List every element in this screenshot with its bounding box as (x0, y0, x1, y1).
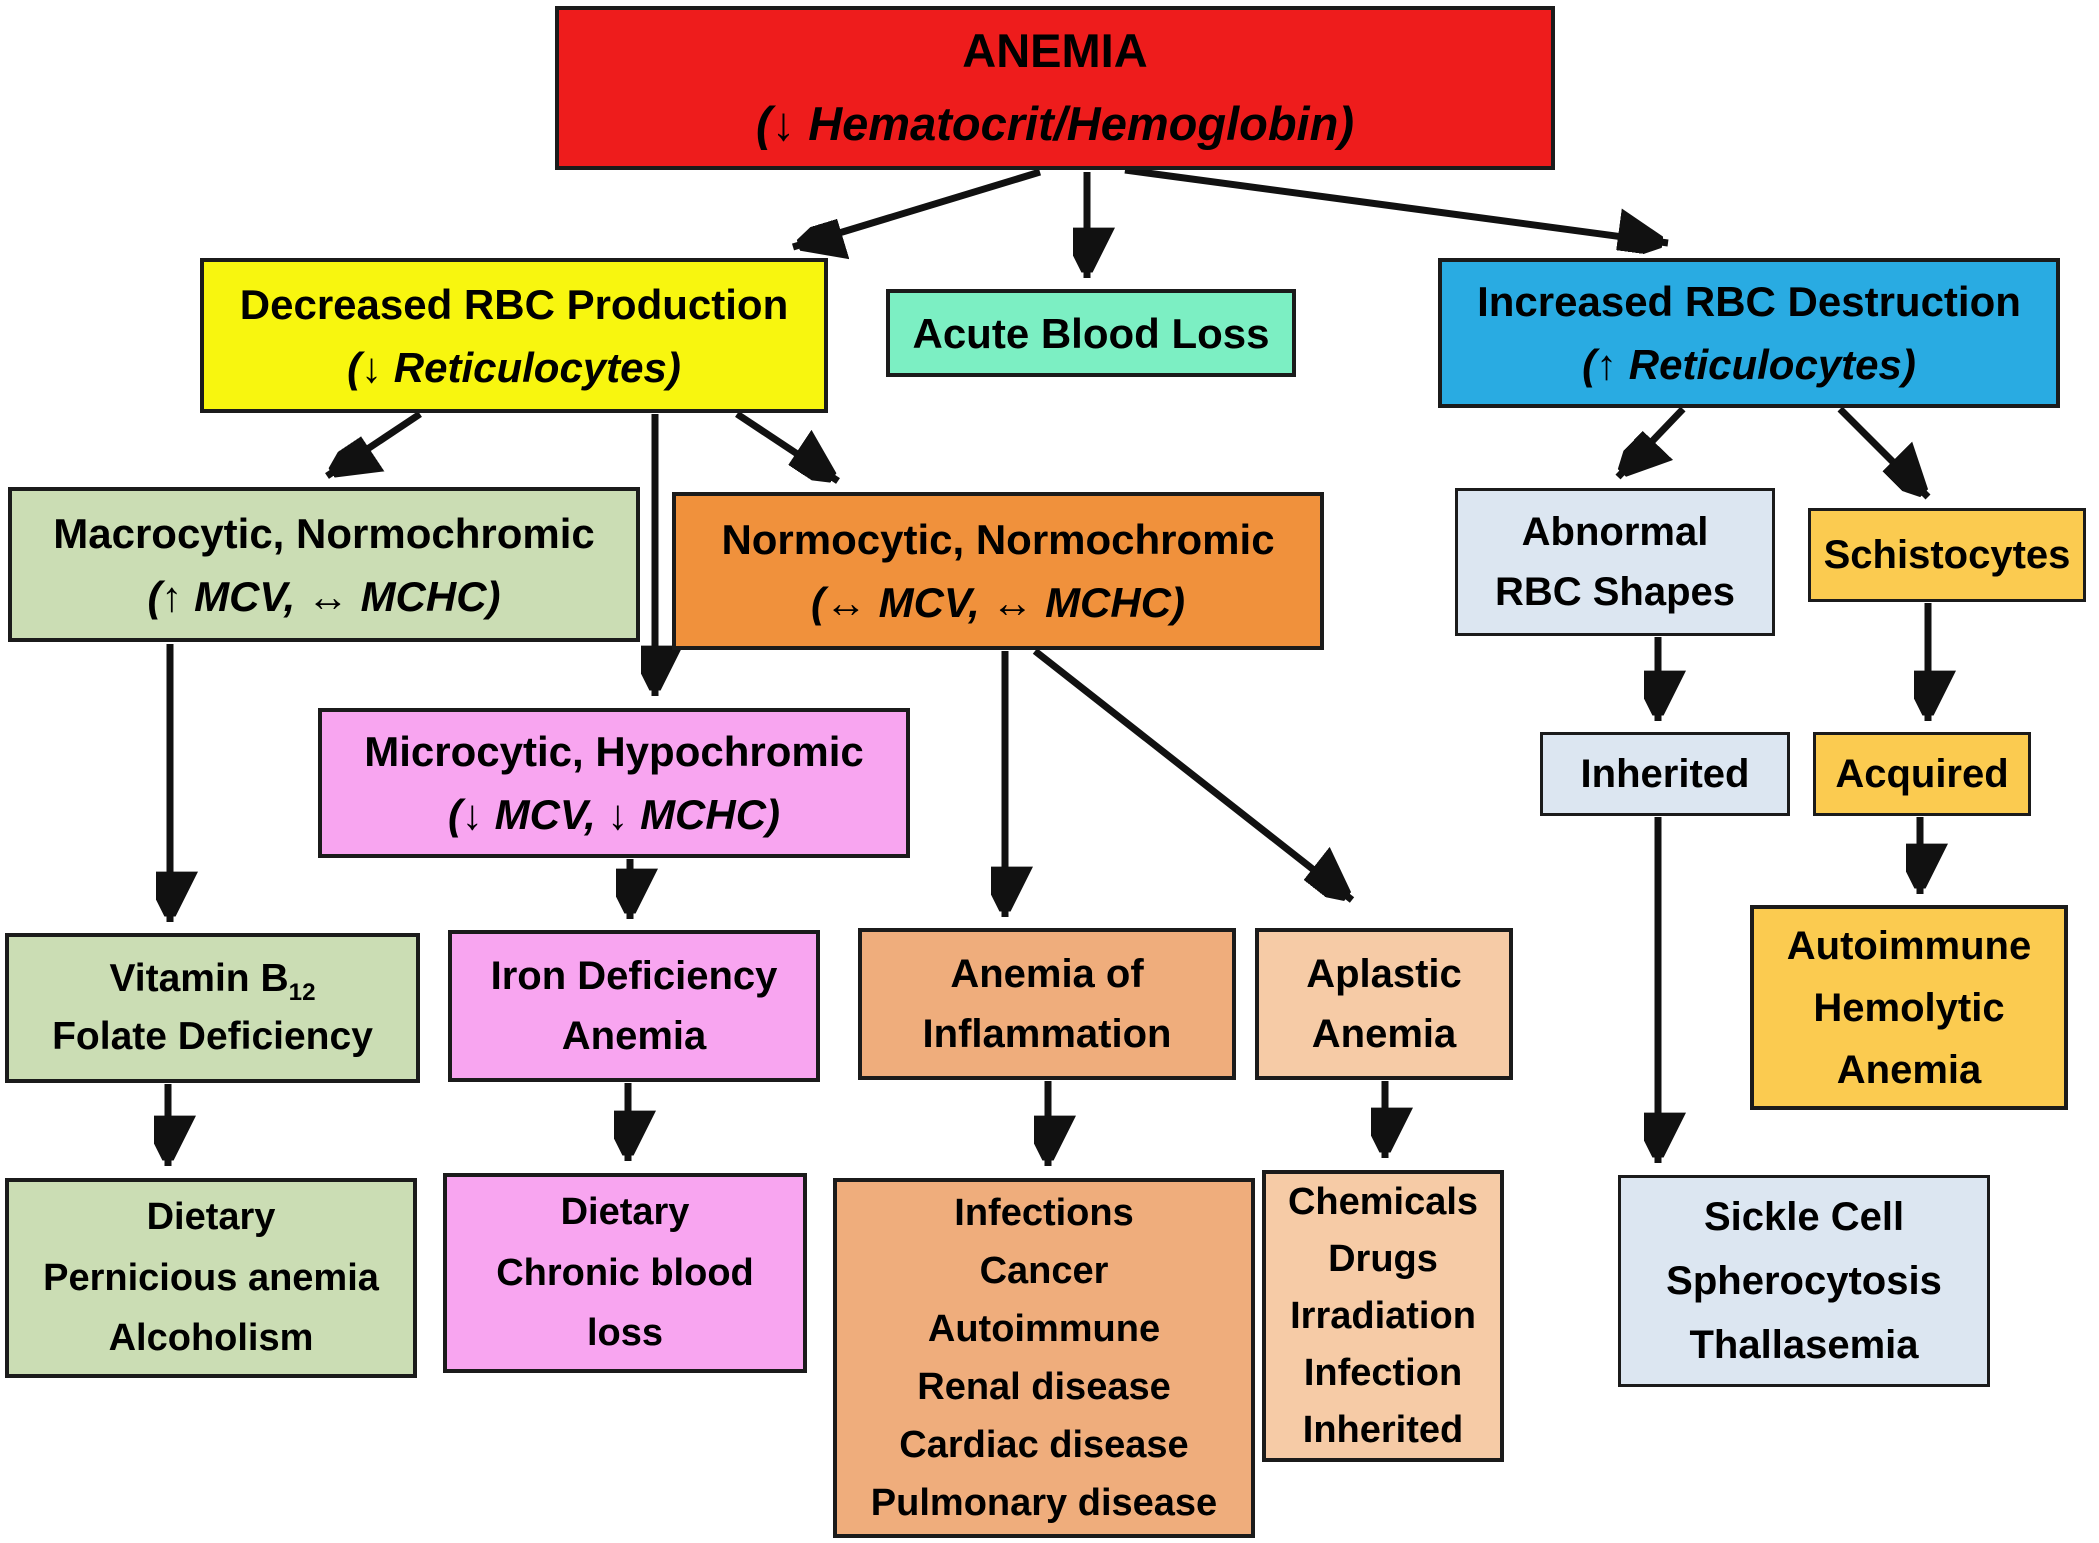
node-irondef-line2: Anemia (561, 1014, 707, 1058)
node-macrocytic-subtitle: (↑ MCV, ↔ MCHC) (147, 572, 501, 620)
node-microcytic-subtitle: (↓ MCV, ↓ MCHC) (447, 791, 781, 838)
node-acute-title: Acute Blood Loss (912, 309, 1270, 357)
node-iron-causes: Dietary Chronic blood loss (443, 1173, 807, 1373)
node-apl-causes-line2: Drugs (1328, 1237, 1438, 1280)
node-b12-causes-line3: Alcoholism (108, 1317, 314, 1360)
node-vitamin-b12-folate-deficiency: Vitamin B12 Folate Deficiency (5, 933, 420, 1083)
node-decreased-rbc-production: Decreased RBC Production (↓ Reticulocyte… (200, 258, 828, 413)
node-aplastic-anemia: Aplastic Anemia (1255, 928, 1513, 1080)
node-sickle-line3: Thallasemia (1689, 1323, 1919, 1367)
node-increased-subtitle: (↑ Reticulocytes) (1582, 341, 1916, 388)
node-decreased-title: Decreased RBC Production (239, 280, 789, 328)
node-iron-causes-line3: loss (586, 1312, 664, 1355)
node-schistocytes: Schistocytes (1808, 508, 2086, 602)
node-iron-causes-line2: Chronic blood (496, 1251, 754, 1294)
node-vitb12-subscript: 12 (288, 978, 316, 1006)
node-sickle-line2: Spherocytosis (1666, 1259, 1942, 1303)
node-apl-causes-line1: Chemicals (1287, 1180, 1479, 1223)
node-irondef-line1: Iron Deficiency (490, 954, 778, 998)
node-inflammation-line2: Inflammation (922, 1012, 1172, 1056)
node-iron-causes-line1: Dietary (560, 1190, 690, 1233)
node-b12-causes: Dietary Pernicious anemia Alcoholism (5, 1178, 417, 1378)
node-normocytic-normochromic: Normocytic, Normochromic (↔ MCV, ↔ MCHC) (672, 492, 1324, 650)
arrow-anemia-to-decreased (791, 168, 1042, 247)
node-acquired: Acquired (1813, 732, 2031, 816)
node-normocytic-subtitle: (↔ MCV, ↔ MCHC) (810, 579, 1186, 626)
arrow-increased-to-abnormal (1618, 406, 1686, 477)
node-anemia-of-inflammation: Anemia of Inflammation (858, 928, 1236, 1080)
node-apl-causes-line4: Infection (1303, 1351, 1463, 1394)
node-acute-blood-loss: Acute Blood Loss (886, 289, 1296, 377)
node-increased-rbc-destruction: Increased RBC Destruction (↑ Reticulocyt… (1438, 258, 2060, 408)
node-autoimmune-line2: Hemolytic (1813, 985, 2005, 1030)
arrow-decreased-to-normocytic (735, 411, 838, 481)
node-b12-causes-line1: Dietary (146, 1195, 276, 1238)
node-vitb12-prefix: Vitamin B (109, 956, 289, 1000)
arrow-decreased-to-macrocytic (327, 411, 422, 476)
node-anemia-title: ANEMIA (962, 24, 1148, 78)
node-schistocytes-title: Schistocytes (1823, 533, 2071, 577)
node-aplastic-line1: Aplastic (1306, 952, 1462, 996)
arrow-increased-to-schistocytes (1837, 406, 1928, 497)
node-anemia-subtitle: (↓ Hematocrit/Hemoglobin) (756, 97, 1354, 150)
node-macrocytic-title: Macrocytic, Normochromic (53, 509, 595, 557)
node-abnormal-line2: RBC Shapes (1494, 570, 1736, 614)
node-autoimmune-line1: Autoimmune (1786, 923, 2032, 968)
node-autoimmune-hemolytic-anemia: Autoimmune Hemolytic Anemia (1750, 905, 2068, 1110)
node-iron-deficiency-anemia: Iron Deficiency Anemia (448, 930, 820, 1082)
node-aplastic-causes: Chemicals Drugs Irradiation Infection In… (1262, 1170, 1504, 1462)
node-microcytic-hypochromic: Microcytic, Hypochromic (↓ MCV, ↓ MCHC) (318, 708, 910, 858)
node-inflammation-causes: Infections Cancer Autoimmune Renal disea… (833, 1178, 1255, 1538)
node-microcytic-title: Microcytic, Hypochromic (364, 728, 864, 775)
node-sickle-line1: Sickle Cell (1703, 1195, 1905, 1239)
node-decreased-subtitle: (↓ Reticulocytes) (347, 343, 681, 391)
node-b12-causes-line2: Pernicious anemia (43, 1256, 379, 1299)
arrow-normocytic-to-aplastic (1032, 648, 1352, 900)
node-inflammation-line1: Anemia of (950, 952, 1144, 996)
node-normocytic-title: Normocytic, Normochromic (721, 516, 1275, 563)
node-vitb12-line1: Vitamin B12 (109, 950, 315, 1009)
node-infl-causes-line6: Pulmonary disease (870, 1482, 1218, 1525)
node-apl-causes-line3: Irradiation (1290, 1294, 1476, 1337)
node-apl-causes-line5: Inherited (1302, 1408, 1464, 1451)
node-aplastic-line2: Anemia (1311, 1012, 1457, 1056)
node-macrocytic-normochromic: Macrocytic, Normochromic (↑ MCV, ↔ MCHC) (8, 487, 640, 642)
node-inherited: Inherited (1540, 732, 1790, 816)
node-infl-causes-line1: Infections (954, 1191, 1134, 1234)
node-abnormal-rbc-shapes: Abnormal RBC Shapes (1455, 488, 1775, 636)
node-infl-causes-line3: Autoimmune (927, 1307, 1161, 1350)
arrow-anemia-to-increased (1124, 166, 1669, 243)
node-hemolytic-types: Sickle Cell Spherocytosis Thallasemia (1618, 1175, 1990, 1387)
node-infl-causes-line2: Cancer (979, 1249, 1109, 1292)
node-inherited-title: Inherited (1580, 752, 1750, 796)
node-anemia: ANEMIA (↓ Hematocrit/Hemoglobin) (555, 6, 1555, 170)
node-acquired-title: Acquired (1835, 752, 2009, 796)
node-autoimmune-line3: Anemia (1836, 1047, 1982, 1092)
node-infl-causes-line4: Renal disease (917, 1366, 1171, 1408)
node-increased-title: Increased RBC Destruction (1477, 278, 2021, 325)
node-infl-causes-line5: Cardiac disease (899, 1424, 1189, 1467)
node-vitb12-line2: Folate Deficiency (52, 1015, 373, 1058)
node-abnormal-line1: Abnormal (1521, 510, 1709, 554)
